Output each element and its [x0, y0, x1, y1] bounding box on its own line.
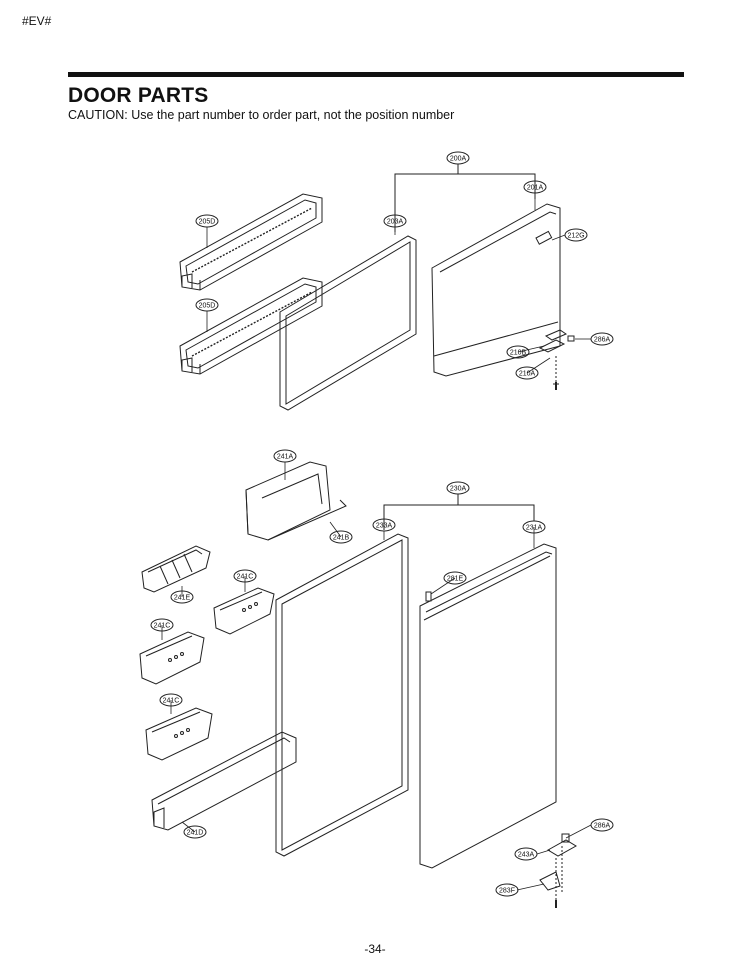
- svg-text:200A: 200A: [450, 156, 467, 163]
- svg-text:283F: 283F: [499, 888, 515, 895]
- callout-201A: 201A: [523, 180, 547, 194]
- svg-text:231A: 231A: [526, 525, 543, 532]
- bin-241C-1: [213, 587, 275, 635]
- svg-text:205D: 205D: [199, 303, 216, 310]
- callout-241A: 241A: [273, 449, 297, 463]
- svg-text:286A: 286A: [594, 823, 611, 830]
- bin-241C-2: [139, 631, 205, 685]
- svg-text:241D: 241D: [187, 830, 204, 837]
- svg-text:243A: 243A: [518, 852, 535, 859]
- svg-text:281E: 281E: [447, 576, 464, 583]
- document-code: #EV#: [22, 14, 52, 28]
- callout-241B: 241B: [329, 530, 353, 544]
- svg-text:241B: 241B: [333, 535, 350, 542]
- svg-text:210B: 210B: [510, 350, 527, 357]
- callout-286A-top: 286A: [590, 332, 614, 346]
- door-231A: [419, 543, 557, 869]
- leader-lines: [161, 193, 592, 891]
- svg-text:205D: 205D: [199, 219, 216, 226]
- callout-241C-1: 241C: [233, 569, 257, 583]
- svg-text:241C: 241C: [163, 698, 180, 705]
- svg-text:286A: 286A: [594, 337, 611, 344]
- callout-241E: 241E: [170, 590, 194, 604]
- pin-281E: [425, 591, 432, 602]
- callout-281E: 281E: [443, 571, 467, 585]
- callout-241C-2: 241C: [150, 618, 174, 632]
- svg-text:210A: 210A: [519, 371, 536, 378]
- svg-text:241E: 241E: [174, 595, 191, 602]
- callout-210B: 210B: [506, 345, 530, 359]
- callout-241D: 241D: [183, 825, 207, 839]
- callout-210A: 210A: [515, 366, 539, 380]
- callout-205D-top: 205D: [195, 214, 219, 228]
- svg-text:212G: 212G: [567, 233, 584, 240]
- page-title: DOOR PARTS: [68, 84, 209, 107]
- door-basket-205D-upper: [179, 193, 323, 291]
- callout-233A: 233A: [372, 518, 396, 532]
- page-number: -34-: [364, 942, 386, 956]
- callout-212G: 212G: [564, 228, 588, 242]
- bracket-230A: [383, 494, 535, 530]
- bin-241C-3: [145, 707, 213, 761]
- callout-241C-3: 241C: [159, 693, 183, 707]
- callout-205D-bottom: 205D: [195, 298, 219, 312]
- svg-text:233A: 233A: [376, 523, 393, 530]
- callout-230A: 230A: [446, 481, 470, 495]
- gasket-233A: [275, 533, 409, 857]
- dispenser-241A: [245, 461, 347, 541]
- gasket-203A: [279, 235, 417, 411]
- caution-note: CAUTION: Use the part number to order pa…: [68, 108, 455, 122]
- callout-200A: 200A: [446, 151, 470, 165]
- callout-203A: 203A: [383, 214, 407, 228]
- ice-tray-241E: [141, 545, 211, 593]
- door-basket-205D-lower: [179, 277, 323, 375]
- callout-286A-bottom: 286A: [590, 818, 614, 832]
- svg-text:230A: 230A: [450, 486, 467, 493]
- callout-231A: 231A: [522, 520, 546, 534]
- callout-283F: 283F: [495, 883, 519, 897]
- svg-text:241C: 241C: [154, 623, 171, 630]
- hinge-lower: [539, 833, 577, 908]
- door-basket-241D: [151, 731, 297, 831]
- svg-text:241C: 241C: [237, 574, 254, 581]
- header-rule: [68, 72, 684, 77]
- hinge-upper: [538, 329, 575, 390]
- callout-243A: 243A: [514, 847, 538, 861]
- svg-text:203A: 203A: [387, 219, 404, 226]
- svg-text:241A: 241A: [277, 454, 294, 461]
- svg-text:201A: 201A: [527, 185, 544, 192]
- bracket-200A: [394, 164, 536, 232]
- door-201A: [431, 203, 561, 377]
